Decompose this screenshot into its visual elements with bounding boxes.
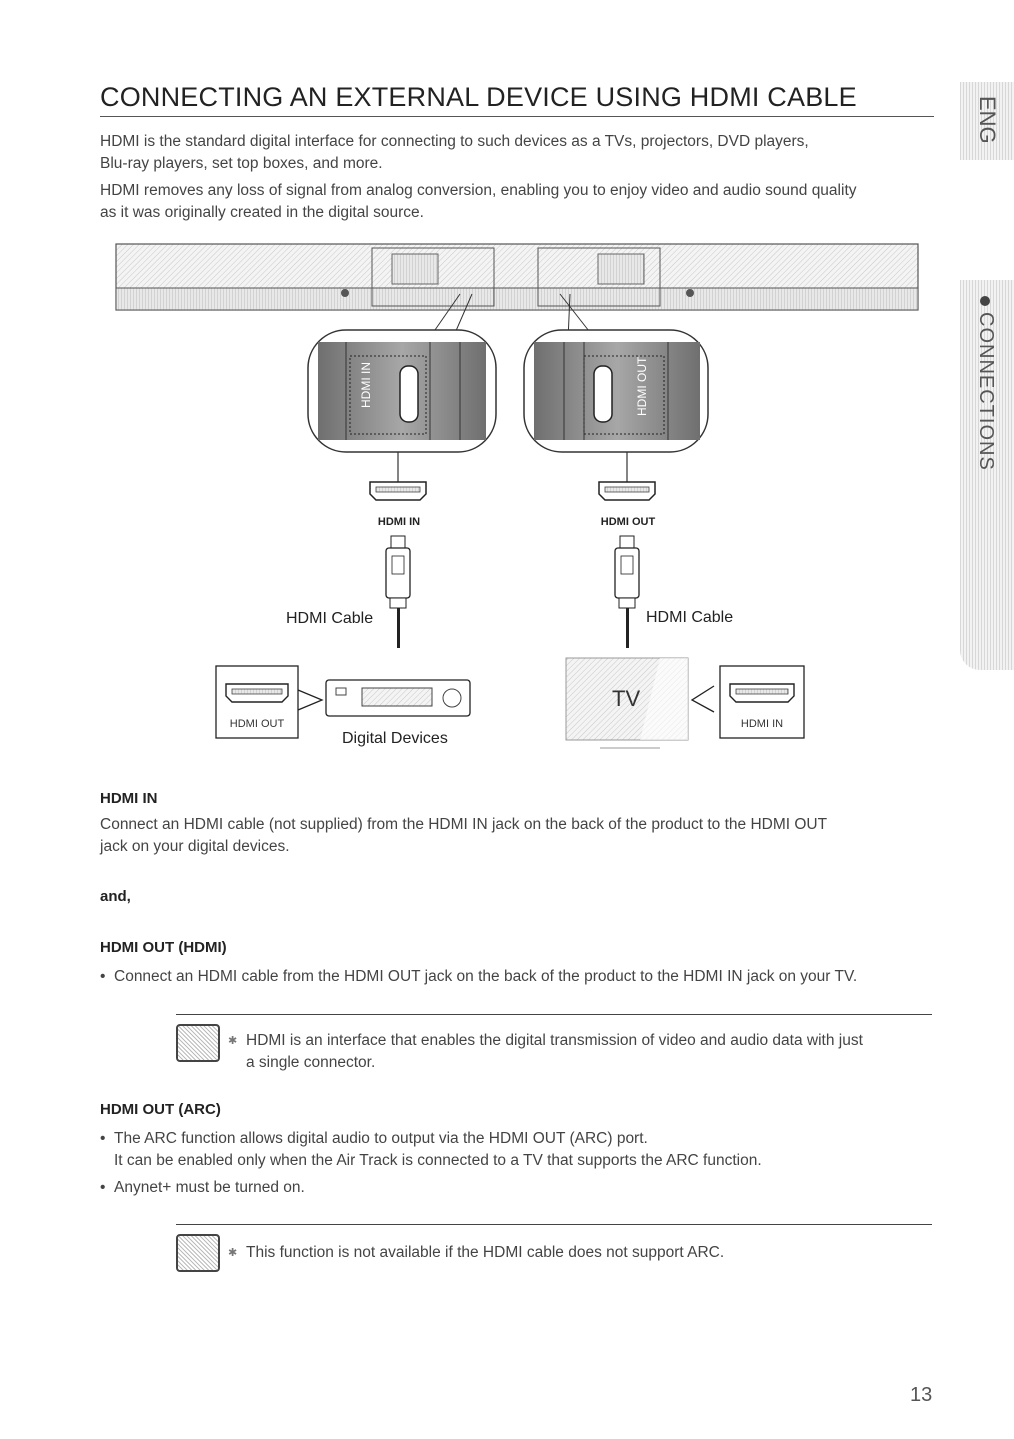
hdmi-in-closeup-label: HDMI IN (359, 362, 373, 408)
device-hdmi-out-label: HDMI OUT (229, 718, 285, 730)
hdmi-out-bullet-text: Connect an HDMI cable from the HDMI OUT … (114, 968, 858, 985)
language-tab: ENG (960, 82, 1014, 160)
hdmi-out-closeup: HDMI OUT (523, 329, 709, 453)
note-marker: ✱ (228, 1247, 238, 1259)
bullet-dot: • (100, 1179, 106, 1196)
note-divider (176, 1014, 932, 1015)
hdmi-out-bullet: • Connect an HDMI cable from the HDMI OUT… (100, 966, 857, 988)
section-tab-dot (980, 296, 990, 306)
hdmi-arc-heading: HDMI OUT (ARC) (100, 1101, 221, 1118)
arc-bullet-1: • The ARC function allows digital audio t… (100, 1128, 648, 1150)
device-hdmi-out-port (215, 665, 299, 739)
note-line: HDMI is an interface that enables the di… (246, 1032, 863, 1049)
hdmi-cable-left-label: HDMI Cable (286, 610, 374, 627)
tv-hdmi-in-port (719, 665, 805, 739)
hdmi-in-body: Connect an HDMI cable (not supplied) fro… (100, 814, 930, 858)
intro-line: HDMI is the standard digital interface f… (100, 133, 809, 150)
section-tab-label: CONNECTIONS (975, 312, 997, 471)
language-tab-label: ENG (975, 96, 1000, 144)
connection-diagram: HDMI IN HDMI OUT (115, 243, 919, 749)
note-divider (176, 1224, 932, 1225)
tv-icon (565, 657, 689, 749)
arc-bullet-1-line-1: The ARC function allows digital audio to… (114, 1130, 648, 1147)
hdmi-out-closeup-label: HDMI OUT (635, 356, 649, 416)
note-icon (176, 1024, 220, 1062)
hdmi-cable-right-icon (614, 535, 640, 648)
intro-paragraph-1: HDMI is the standard digital interface f… (100, 131, 935, 175)
hdmi-cable-right-label: HDMI Cable (646, 609, 734, 626)
bullet-dot: • (100, 1130, 106, 1147)
title-divider (100, 116, 934, 117)
and-label: and, (100, 888, 131, 905)
note-marker: ✱ (228, 1035, 238, 1047)
tv-label: TV (612, 686, 641, 711)
hdmi-out-heading: HDMI OUT (HDMI) (100, 939, 227, 956)
hdmi-in-jack-icon (369, 481, 427, 501)
hdmi-out-note: HDMI is an interface that enables the di… (246, 1030, 932, 1074)
hdmi-cable-left-icon (385, 535, 411, 648)
intro-paragraph-2: HDMI removes any loss of signal from ana… (100, 180, 935, 224)
hdmi-in-line: jack on your digital devices. (100, 838, 290, 855)
soundbar-rear-panel (115, 243, 919, 311)
arc-bullet-1-line-2: It can be enabled only when the Air Trac… (114, 1152, 762, 1169)
note-line: a single connector. (246, 1054, 376, 1071)
hdmi-in-closeup: HDMI IN (307, 329, 497, 453)
intro-line: HDMI removes any loss of signal from ana… (100, 182, 857, 199)
hdmi-out-jack-icon (598, 481, 656, 501)
digital-device-icon (325, 679, 471, 717)
note-icon (176, 1234, 220, 1272)
tv-hdmi-in-label: HDMI IN (740, 718, 784, 730)
arc-bullet-2-text: Anynet+ must be turned on. (114, 1179, 305, 1196)
digital-devices-label: Digital Devices (342, 730, 448, 747)
arc-note: This function is not available if the HD… (246, 1244, 725, 1261)
intro-line: Blu-ray players, set top boxes, and more… (100, 155, 383, 172)
bullet-dot: • (100, 968, 106, 985)
hdmi-in-heading: HDMI IN (100, 790, 158, 807)
hdmi-in-line: Connect an HDMI cable (not supplied) fro… (100, 816, 828, 833)
page-number: 13 (910, 1384, 933, 1406)
section-tab: CONNECTIONS (960, 280, 1014, 670)
intro-line: as it was originally created in the digi… (100, 204, 424, 221)
hdmi-out-jack-label: HDMI OUT (600, 516, 656, 528)
arc-bullet-2: • Anynet+ must be turned on. (100, 1177, 305, 1199)
page-title: CONNECTING AN EXTERNAL DEVICE USING HDMI… (100, 82, 857, 112)
hdmi-in-jack-label: HDMI IN (377, 516, 421, 528)
